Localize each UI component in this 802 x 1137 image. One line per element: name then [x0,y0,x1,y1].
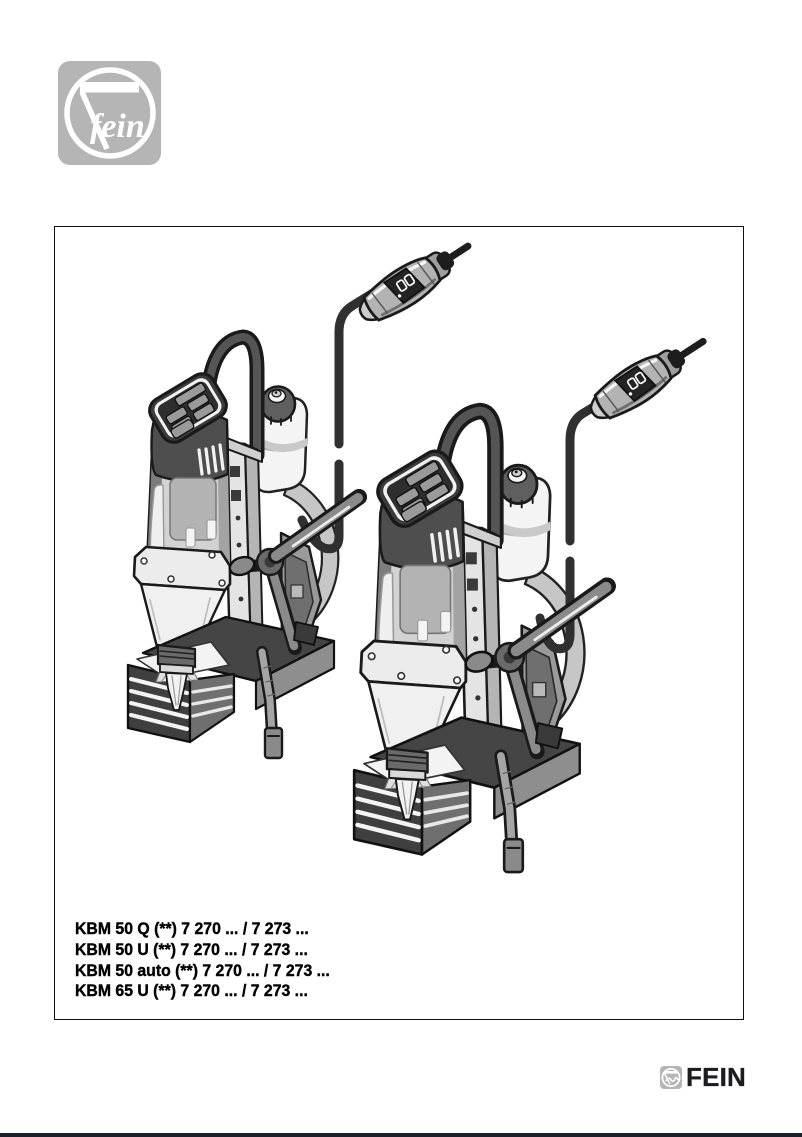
svg-text:fein: fein [90,108,145,145]
